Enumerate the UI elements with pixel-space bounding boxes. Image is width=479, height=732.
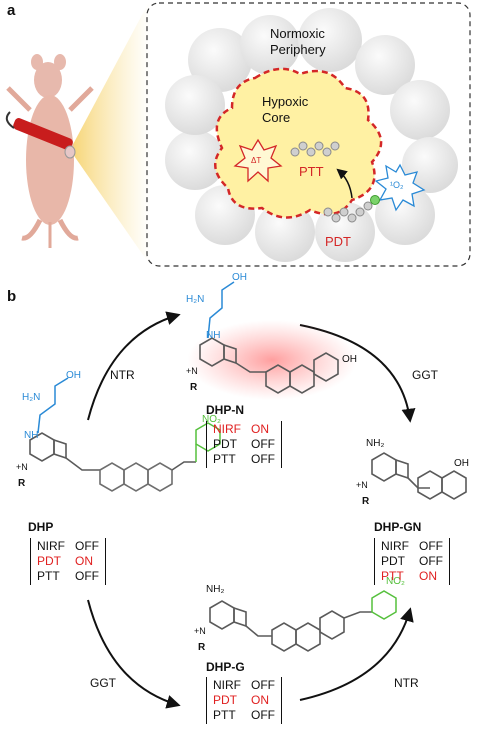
dhpg-structure (209, 600, 372, 652)
pdt-to-ptt-arrow (336, 168, 353, 199)
dhp-r: R (18, 478, 26, 489)
dhpgn-r: R (362, 496, 370, 507)
dhpgn-structure (371, 452, 467, 500)
ggt-label-top: GGT (412, 368, 438, 382)
dhp-oh: OH (66, 370, 81, 381)
dhpg-nh2: NH₂ (206, 584, 225, 595)
dhpg-nitrobenzyl (371, 590, 397, 620)
dhpn-r: R (190, 382, 198, 393)
ntr-label-top: NTR (110, 368, 135, 382)
dhpn-structure (199, 337, 339, 394)
delta-t-label: ΔT (251, 156, 262, 165)
ptt-molecule-icon (290, 141, 340, 157)
dhpg-r: R (198, 642, 206, 653)
dhpn-oh-right: OH (342, 354, 357, 365)
arrow-dhp-to-dhpn (87, 311, 181, 421)
light-beam (70, 0, 150, 265)
hypoxic-label-line2: Core (262, 110, 291, 125)
dhpn-nh: NH (206, 330, 221, 341)
dhpgn-oh: OH (454, 458, 469, 469)
dhpgn-nh2: NH₂ (366, 438, 385, 449)
dhp-h2n: H₂N (22, 392, 41, 403)
arrow-dhpg-to-dhpgn (299, 607, 414, 701)
normoxic-label-line1: Normoxic (270, 26, 325, 41)
normoxic-label-line2: Periphery (270, 42, 326, 57)
dhpn-glutamyl (207, 281, 235, 339)
panel-b-letter: b (7, 288, 17, 305)
pdt-label: PDT (325, 234, 351, 249)
panel-a-letter: a (7, 2, 16, 19)
heat-starburst-icon (233, 138, 283, 183)
dhpg-name: DHP-G (206, 660, 245, 674)
dhp-nh: NH (24, 430, 39, 441)
dhpgn-name: DHP-GN (374, 520, 422, 534)
dhpn-name: DHP-N (206, 403, 244, 417)
dhpg-n: +N (194, 626, 206, 636)
singlet-oxygen-label: ¹O₂ (390, 180, 404, 190)
dhp-n: +N (16, 462, 28, 472)
hypoxic-core (214, 67, 383, 219)
dhp-name: DHP (28, 520, 54, 534)
singlet-oxygen-starburst-icon (374, 163, 426, 212)
ntr-label-bottom: NTR (394, 676, 419, 690)
dhp-nitrobenzyl (195, 422, 221, 462)
ptt-label: PTT (299, 164, 324, 179)
tumor-cell-cluster (165, 8, 458, 262)
dhpg-no2: NO₂ (386, 576, 405, 587)
dhpgn-n: +N (356, 480, 368, 490)
tumor-box (146, 2, 471, 267)
pdt-molecule-icon (323, 195, 380, 223)
hypoxic-label-line1: Hypoxic (262, 94, 309, 109)
dhp-structure (29, 432, 196, 492)
ggt-label-bottom: GGT (90, 676, 116, 690)
mouse-illustration (5, 54, 94, 248)
dhp-glutamyl (37, 377, 69, 434)
dhpn-oh-top: OH (232, 272, 247, 283)
arrow-dhp-to-dhpg (87, 599, 181, 709)
dhp-no2: NO₂ (202, 414, 221, 425)
dhpn-h2n: H₂N (186, 294, 205, 305)
dhpn-n: +N (186, 366, 198, 376)
